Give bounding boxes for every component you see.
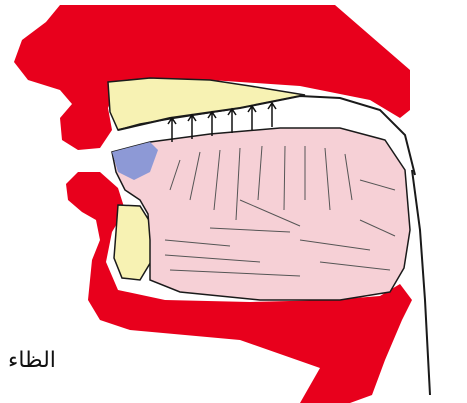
- lower-teeth: [114, 205, 152, 280]
- letter-caption: الظاء: [8, 348, 56, 373]
- airflow-arrow: [268, 103, 276, 127]
- airflow-arrow: [248, 106, 256, 130]
- upper-teeth: [108, 78, 305, 130]
- pharynx-wall: [412, 170, 430, 395]
- airflow-arrow: [208, 112, 216, 136]
- airflow-arrow: [228, 109, 236, 133]
